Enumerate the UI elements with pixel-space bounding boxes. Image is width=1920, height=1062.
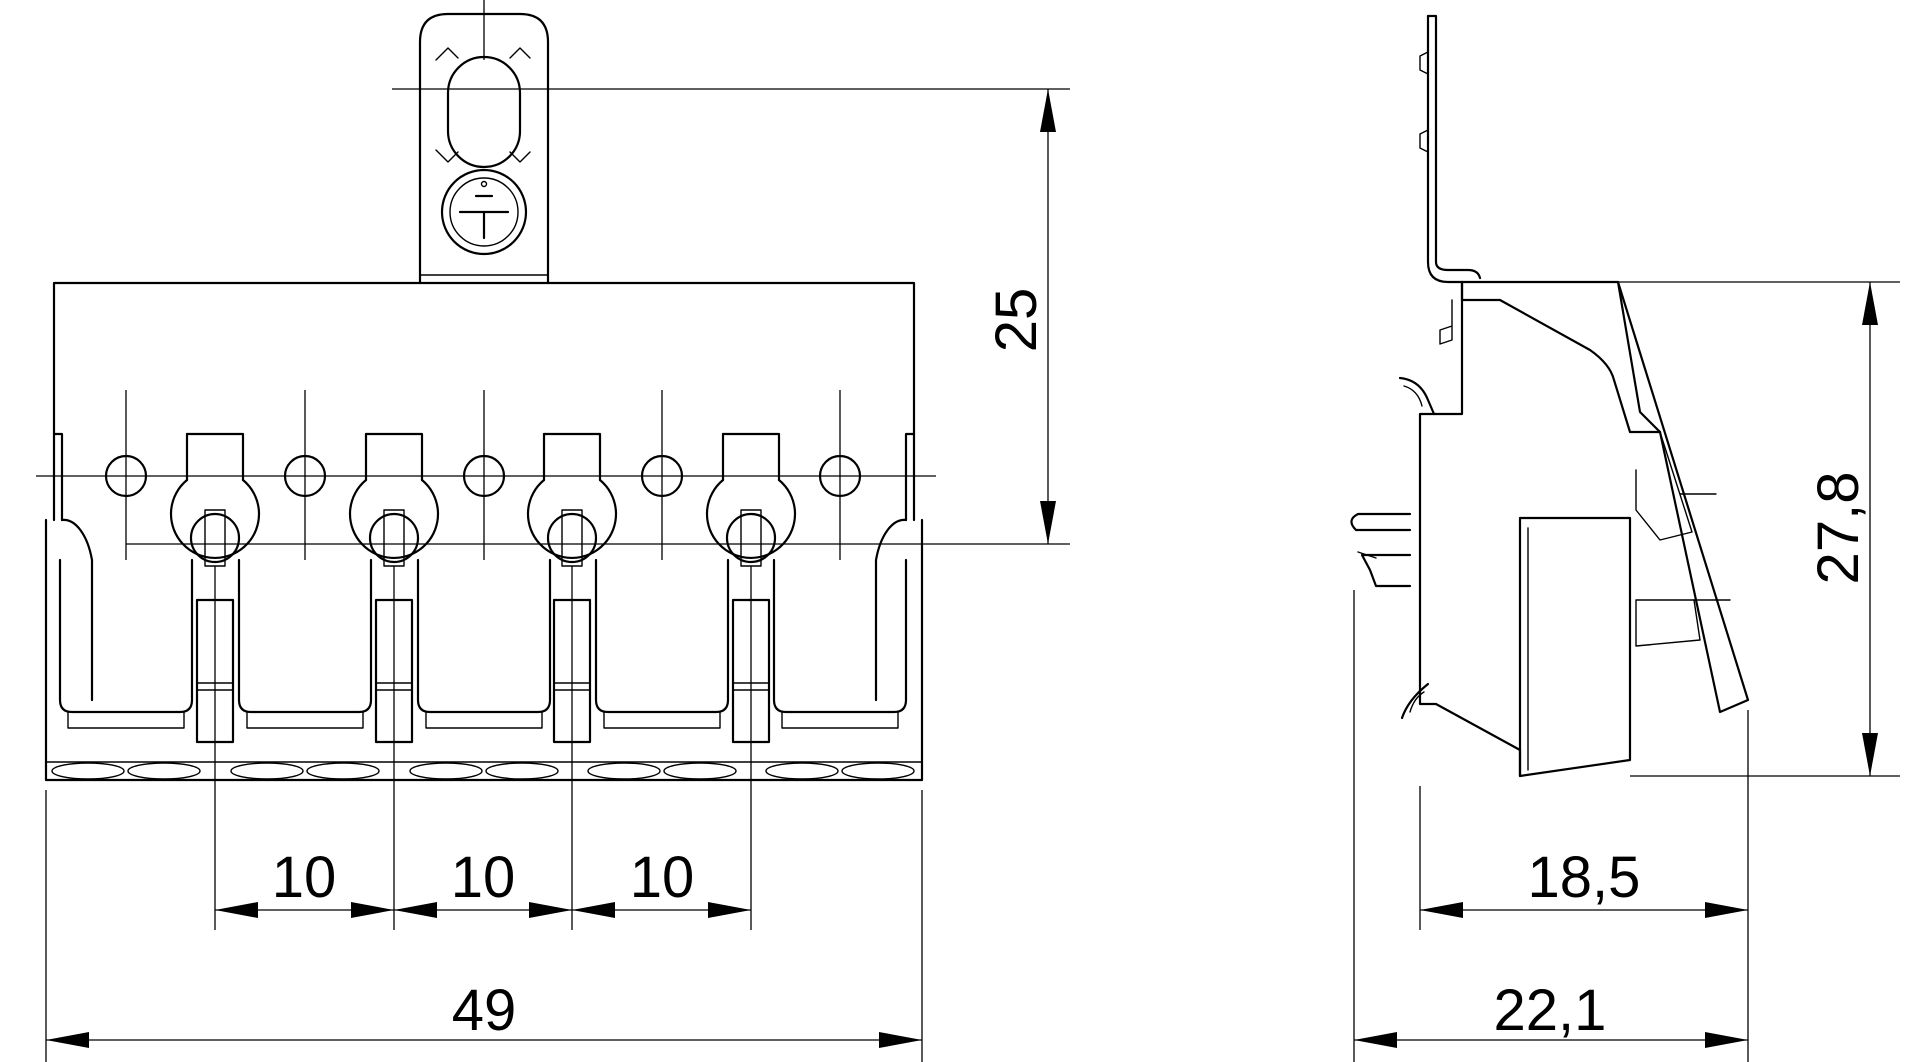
protective-earth-icon [440,168,528,256]
dimension-label-18-5: 18,5 [1528,845,1641,910]
front-view: 25 10 10 10 49 [36,0,1070,1062]
dimension-side-depth-inner: 18,5 [1420,845,1748,918]
dimension-pitch: 10 10 10 [214,566,752,930]
side-mounting-bracket [1419,14,1482,284]
side-housing-body [1398,280,1662,778]
dimension-label-27-8: 27,8 [1806,472,1871,585]
dimension-label-pitch-2: 10 [451,845,516,910]
dimension-side-height: 27,8 [1806,282,1878,776]
dimension-label-pitch-1: 10 [272,845,337,910]
dimension-tab-height: 25 [984,89,1056,544]
side-wire-entry [1350,512,1412,588]
dimension-label-25: 25 [984,288,1049,353]
dimension-label-pitch-3: 10 [630,845,695,910]
dimension-side-depth-overall: 22,1 [1354,978,1748,1048]
dimension-label-49: 49 [452,978,517,1043]
side-release-lever [1616,280,1750,714]
dimension-label-22-1: 22,1 [1494,978,1607,1043]
terminal-housing [44,281,924,782]
side-view: 27,8 18,5 22,1 [1350,14,1900,1062]
side-clamp-block [1518,516,1632,778]
dimension-overall-width: 49 [45,790,923,1062]
terminal-clamps [51,432,915,780]
